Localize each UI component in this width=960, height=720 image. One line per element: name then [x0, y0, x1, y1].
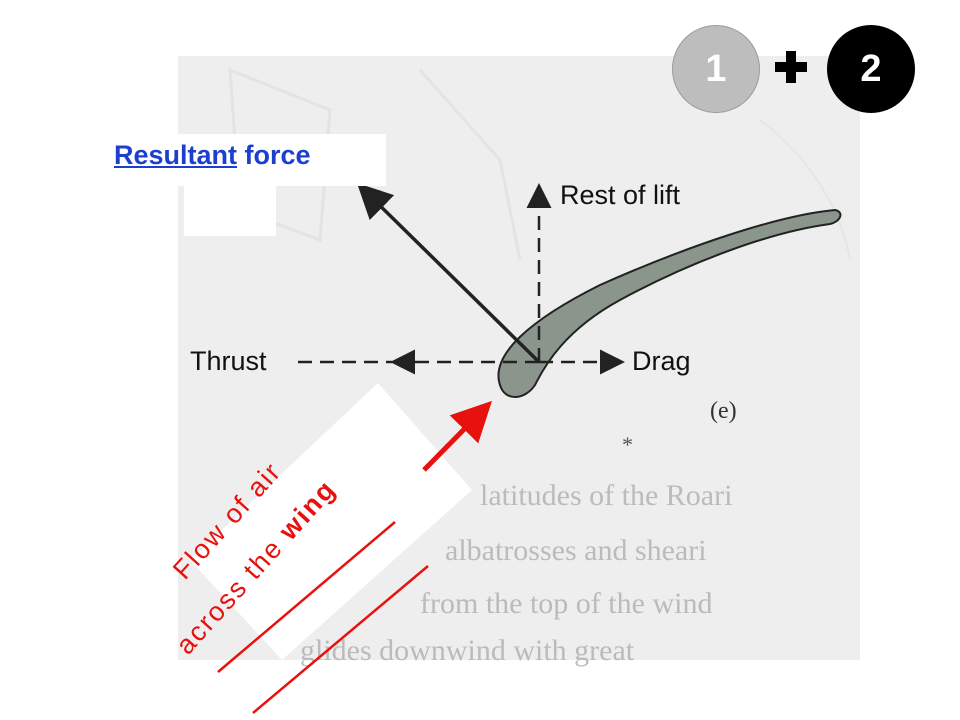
step-2-badge[interactable]: 2: [827, 25, 915, 113]
resultant-link[interactable]: Resultant: [114, 140, 238, 170]
step-1-number: 1: [705, 47, 727, 90]
airflow-line: [252, 565, 429, 714]
force-word: force: [244, 140, 311, 170]
wing-airfoil: [497, 208, 842, 398]
title-panel: [103, 134, 386, 186]
plus-icon: [775, 51, 807, 83]
step-1-badge[interactable]: 1: [672, 25, 760, 113]
background-text-block: latitudes of the Roari albatrosses and s…: [300, 479, 732, 667]
background-text-line: albatrosses and sheari: [445, 534, 707, 567]
flow-label-panel: [190, 383, 472, 660]
airflow-arrow: [422, 400, 493, 472]
rest-of-lift-label: Rest of lift: [560, 180, 681, 210]
background-text-line: glides downwind with great: [300, 634, 635, 667]
blank-panel: [184, 186, 276, 236]
title-text: Resultant force: [114, 140, 311, 171]
background-text-line: from the top of the wind: [420, 587, 712, 620]
airflow-line: [217, 521, 396, 673]
figure-tag-label: (e): [710, 398, 737, 424]
drag-label: Drag: [632, 346, 691, 376]
resultant-force-arrow: [357, 183, 541, 364]
background-text-line: latitudes of the Roari: [480, 479, 732, 512]
thrust-label: Thrust: [190, 346, 267, 376]
asterisk-mark: *: [622, 432, 633, 457]
step-2-number: 2: [860, 47, 882, 90]
